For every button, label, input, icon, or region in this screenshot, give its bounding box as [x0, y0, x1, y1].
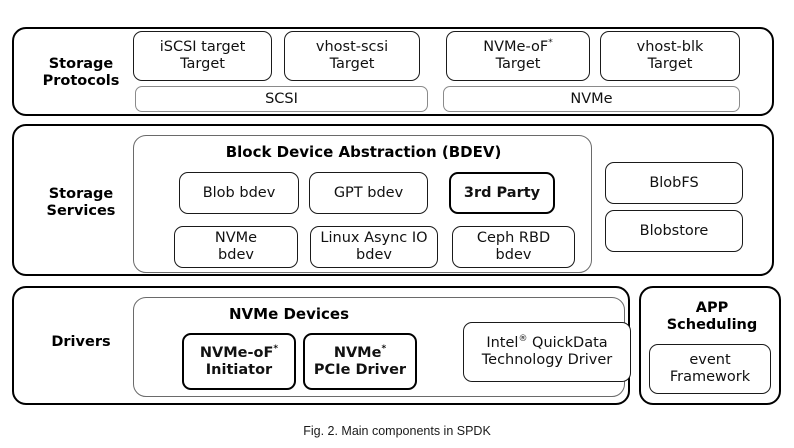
- protocol-nvmeof-target-line2: Target: [495, 56, 541, 72]
- driver-nvmeof-initiator-line2: Initiator: [205, 361, 273, 378]
- bdev-ceph-rbd-bdev[interactable]: Ceph RBD bdev: [452, 226, 575, 268]
- layer-label-drivers: Drivers: [51, 334, 111, 351]
- protocol-vhost-scsi-target-line1: vhost-scsi: [315, 39, 389, 56]
- protocol-iscsi-target-line2: Target: [180, 56, 225, 72]
- app-scheduling-event-framework-line1: event: [689, 352, 731, 369]
- group-title-bdev: Block Device Abstraction (BDEV): [225, 143, 502, 161]
- driver-nvme-pcie-driver[interactable]: NVMe* PCIe Driver: [303, 333, 417, 390]
- group-block-device-abstraction: Block Device Abstraction (BDEV) Blob bde…: [133, 135, 592, 273]
- protocol-nvmeof-target-line1: NVMe-oF*: [483, 38, 553, 56]
- protocol-nvmeof-target[interactable]: NVMe-oF* Target: [446, 31, 590, 81]
- driver-nvmeof-initiator[interactable]: NVMe-oF* Initiator: [182, 333, 296, 390]
- bdev-nvme-bdev-line2: bdev: [218, 247, 254, 263]
- bdev-linux-async-io-bdev[interactable]: Linux Async IO bdev: [310, 226, 438, 268]
- protocol-vhost-scsi-target[interactable]: vhost-scsi Target: [284, 31, 420, 81]
- protocol-vhost-blk-target[interactable]: vhost-blk Target: [600, 31, 740, 81]
- bdev-gpt-bdev[interactable]: GPT bdev: [309, 172, 428, 214]
- driver-intel-quickdata[interactable]: Intel® QuickData Technology Driver: [463, 322, 631, 382]
- protocol-iscsi-target-line1: iSCSI target: [159, 39, 246, 56]
- driver-nvme-pcie-driver-line1: NVMe*: [333, 343, 387, 361]
- group-title-nvme-devices: NVMe Devices: [228, 305, 350, 323]
- protocol-vhost-blk-target-line1: vhost-blk: [636, 39, 704, 56]
- bdev-third-party[interactable]: 3rd Party: [449, 172, 555, 214]
- protocol-vhost-blk-target-line2: Target: [647, 56, 693, 72]
- bdev-linux-async-io-bdev-line2: bdev: [356, 247, 392, 263]
- bdev-nvme-bdev-line1: NVMe: [214, 230, 258, 247]
- protocol-iscsi-target[interactable]: iSCSI target Target: [133, 31, 272, 81]
- bdev-nvme-bdev[interactable]: NVMe bdev: [174, 226, 298, 268]
- figure-caption: Fig. 2. Main components in SPDK: [303, 424, 491, 438]
- app-scheduling-event-framework[interactable]: event Framework: [649, 344, 771, 394]
- app-scheduling-event-framework-line2: Framework: [669, 369, 751, 385]
- bdev-ceph-rbd-bdev-line1: Ceph RBD: [476, 230, 551, 247]
- storage-service-blobfs[interactable]: BlobFS: [605, 162, 743, 204]
- driver-intel-quickdata-line1: Intel® QuickData: [486, 334, 608, 352]
- driver-intel-quickdata-line2: Technology Driver: [481, 352, 613, 368]
- group-nvme-devices: NVMe Devices NVMe-oF* Initiator NVMe* PC…: [133, 297, 631, 397]
- protocol-rail-nvme[interactable]: NVMe: [443, 86, 740, 112]
- bdev-ceph-rbd-bdev-line2: bdev: [495, 247, 532, 263]
- bdev-linux-async-io-bdev-line1: Linux Async IO: [320, 230, 428, 247]
- storage-service-blobstore[interactable]: Blobstore: [605, 210, 743, 252]
- layer-drivers: Drivers NVMe Devices NVMe-oF* Initiator …: [12, 286, 631, 405]
- protocol-vhost-scsi-target-line2: Target: [329, 56, 375, 72]
- protocol-rail-scsi[interactable]: SCSI: [135, 86, 428, 112]
- driver-nvme-pcie-driver-line2: PCIe Driver: [313, 361, 407, 378]
- bdev-blob-bdev[interactable]: Blob bdev: [179, 172, 299, 214]
- driver-nvmeof-initiator-line1: NVMe-oF*: [199, 343, 279, 361]
